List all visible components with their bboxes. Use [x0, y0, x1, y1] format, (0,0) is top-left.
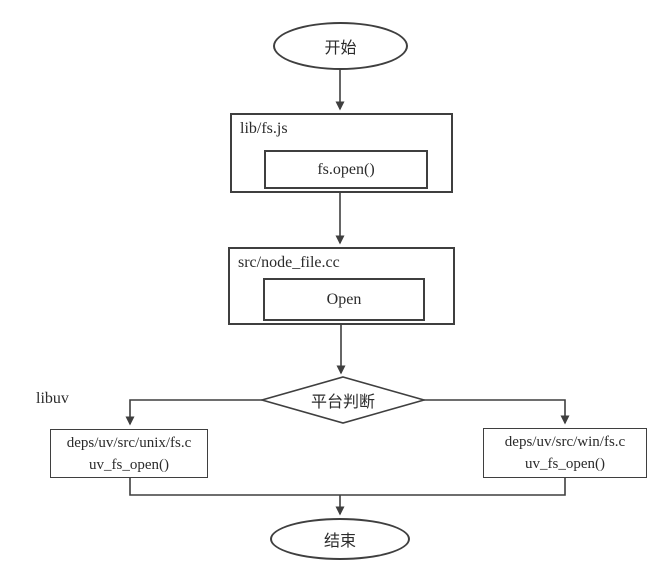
end-node-label: 结束	[323, 533, 356, 550]
fsopen-subnode: fs.open()	[264, 150, 428, 189]
win-node-func: uv_fs_open()	[525, 456, 605, 472]
decision-node-label: 平台判断	[310, 394, 375, 411]
connector-decision-to-unix	[125, 399, 262, 426]
start-node: 开始	[273, 22, 408, 70]
win-node: deps/uv/src/win/fs.c uv_fs_open()	[483, 428, 647, 478]
start-node-label: 开始	[324, 40, 357, 57]
decision-node-label-wrap: 平台判断	[262, 377, 424, 423]
end-node: 结束	[270, 518, 410, 560]
unix-node-path: deps/uv/src/unix/fs.c	[66, 434, 192, 451]
libuv-label: libuv	[36, 390, 69, 407]
libfs-node: lib/fs.js fs.open()	[230, 113, 453, 193]
connector-merge-line	[129, 478, 566, 496]
fsopen-subnode-label: fs.open()	[317, 160, 375, 178]
nodefile-node-title: src/node_file.cc	[238, 254, 340, 271]
open-subnode-label: Open	[326, 290, 362, 308]
win-node-path: deps/uv/src/win/fs.c	[504, 434, 626, 450]
nodefile-node: src/node_file.cc Open	[228, 247, 455, 325]
unix-node-func: uv_fs_open()	[89, 456, 169, 473]
open-subnode: Open	[263, 278, 425, 321]
connector-decision-to-win	[424, 399, 570, 425]
libfs-node-title: lib/fs.js	[240, 120, 288, 137]
unix-node: deps/uv/src/unix/fs.c uv_fs_open()	[50, 429, 208, 478]
